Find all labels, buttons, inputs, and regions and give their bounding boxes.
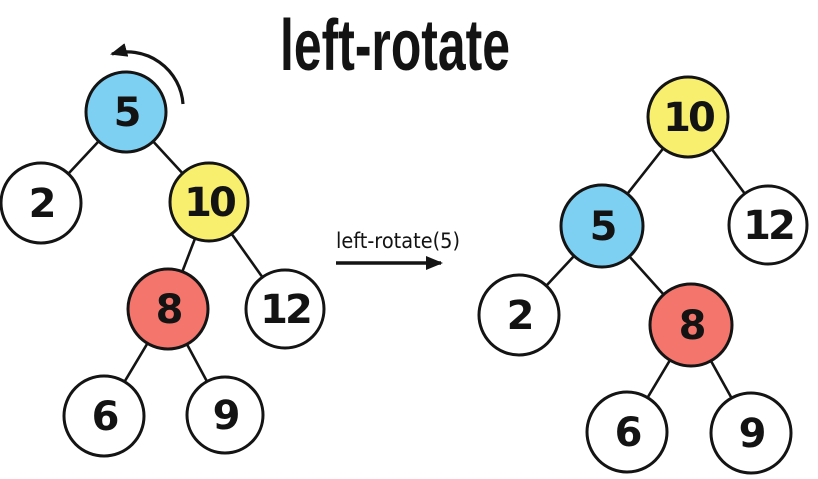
- node-after-2: [477, 273, 561, 357]
- node-after-8: [648, 282, 734, 368]
- node-before-12: [244, 268, 326, 350]
- node-label: 10: [663, 95, 714, 141]
- rotate-left-arrow-icon: [110, 43, 185, 105]
- node-label: 8: [156, 287, 182, 333]
- node-label: 2: [507, 293, 532, 339]
- diagram-title: left-rotate: [280, 6, 510, 86]
- node-label: 12: [260, 287, 310, 333]
- node-after-10: [646, 75, 730, 159]
- node-before-8: [126, 267, 210, 351]
- node-before-2: [0, 161, 83, 245]
- transform-label: left-rotate(5): [336, 229, 460, 253]
- node-after-9: [709, 391, 793, 475]
- node-label: 10: [184, 180, 235, 226]
- node-after-5: [559, 183, 645, 269]
- tree-before: 5 2 10 8 12 6 9: [0, 70, 326, 458]
- node-label: 9: [739, 411, 765, 457]
- node-label: 9: [213, 393, 239, 439]
- node-before-6: [62, 374, 146, 458]
- node-after-12: [727, 184, 809, 266]
- node-label: 6: [92, 394, 118, 440]
- node-label: 2: [29, 181, 54, 227]
- node-label: 6: [615, 410, 641, 456]
- node-label: 8: [679, 303, 705, 349]
- node-before-5: [84, 70, 168, 154]
- node-after-6: [585, 390, 669, 474]
- node-label: 5: [114, 90, 140, 136]
- node-before-10: [168, 161, 250, 243]
- node-label: 5: [590, 204, 616, 250]
- node-before-9: [185, 375, 265, 455]
- tree-after: 10 5 12 2 8 6 9: [477, 75, 809, 475]
- node-label: 12: [743, 203, 793, 249]
- transform-arrow-group: left-rotate(5): [336, 229, 460, 270]
